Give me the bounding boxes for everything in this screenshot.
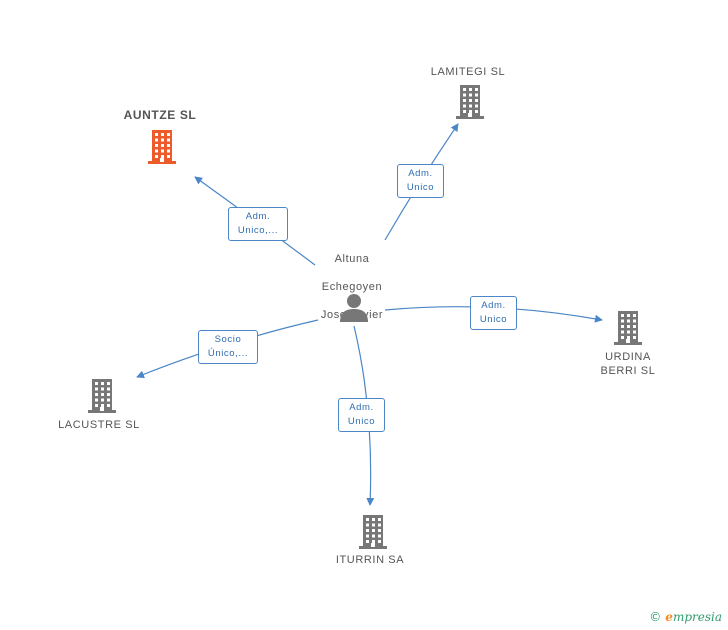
center-name-line-2: Echegoyen bbox=[321, 281, 383, 293]
company-label-lacustre[interactable]: LACUSTRE SL bbox=[58, 419, 140, 431]
center-name-line-1: Altuna bbox=[334, 253, 370, 265]
brand-initial: e bbox=[665, 610, 673, 624]
brand-name: mpresia bbox=[672, 610, 722, 624]
relation-role: Adm. bbox=[481, 300, 506, 311]
relation-label-urdina[interactable]: Adm. Unico bbox=[470, 296, 517, 330]
relation-role: Socio bbox=[214, 334, 242, 345]
relation-role: Adm. bbox=[408, 168, 433, 179]
company-label-lamitegi[interactable]: LAMITEGI SL bbox=[430, 66, 506, 78]
company-label-iturrin[interactable]: ITURRIN SA bbox=[335, 554, 405, 566]
relation-role-detail: Unico bbox=[347, 416, 376, 427]
company-label-auntze[interactable]: AUNTZE SL bbox=[123, 108, 197, 122]
relation-label-iturrin[interactable]: Adm. Unico bbox=[338, 398, 385, 432]
building-icon[interactable] bbox=[146, 128, 178, 164]
relation-role-detail: Unico,... bbox=[237, 225, 279, 236]
building-icon[interactable] bbox=[86, 377, 118, 413]
relation-role-detail: Unico bbox=[479, 314, 508, 325]
relation-role-detail: Unico bbox=[406, 182, 435, 193]
building-icon[interactable] bbox=[612, 309, 644, 345]
company-label-urdina[interactable]: URDINA BERRI SL bbox=[600, 351, 656, 377]
relation-label-lamitegi[interactable]: Adm. Unico bbox=[397, 164, 444, 198]
building-icon[interactable] bbox=[454, 83, 486, 119]
building-icon[interactable] bbox=[357, 513, 389, 549]
relation-role: Adm. bbox=[245, 211, 271, 222]
relation-label-lacustre[interactable]: Socio Único,... bbox=[198, 330, 258, 364]
relation-role: Adm. bbox=[349, 402, 374, 413]
person-icon[interactable] bbox=[338, 292, 370, 324]
copyright-symbol: © bbox=[649, 610, 662, 624]
relation-label-auntze[interactable]: Adm. Unico,... bbox=[228, 207, 288, 241]
empresia-watermark[interactable]: ©empresia bbox=[649, 610, 722, 624]
relation-role-detail: Único,... bbox=[207, 348, 249, 359]
